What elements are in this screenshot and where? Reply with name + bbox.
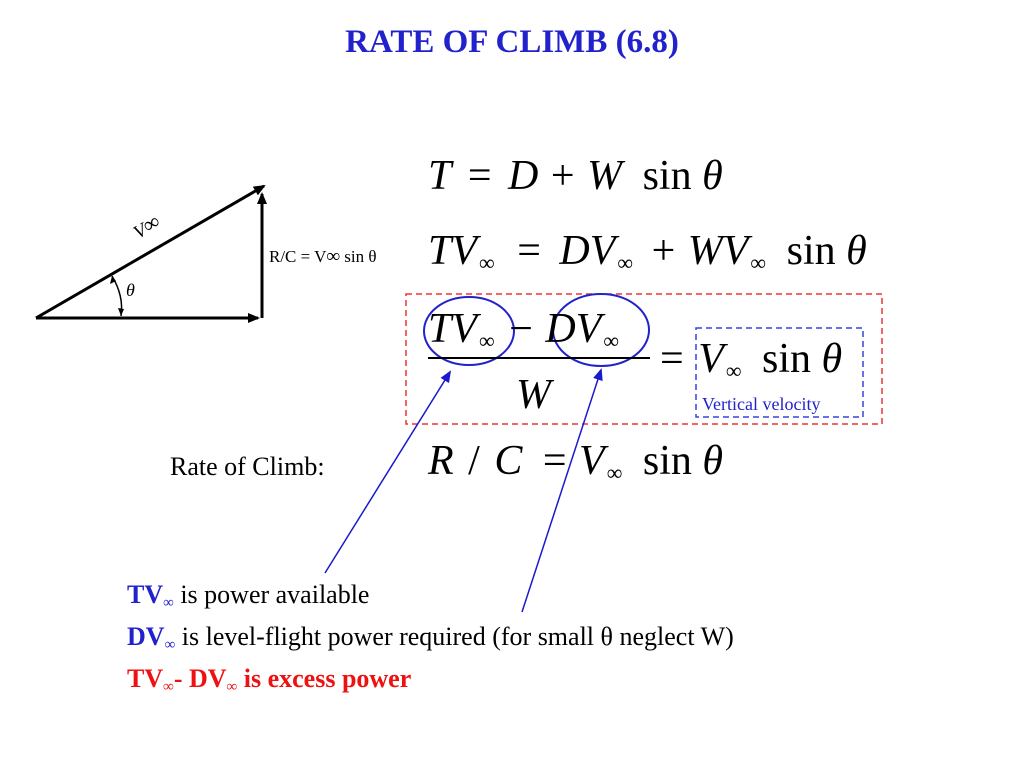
velocity-vector bbox=[35, 184, 266, 320]
slide-title: RATE OF CLIMB (6.8) bbox=[345, 24, 679, 60]
equation-highlight-box bbox=[405, 293, 883, 425]
dv-pointer-arrow bbox=[521, 368, 603, 613]
note-power-available: TV∞ is power available bbox=[127, 580, 370, 611]
equation-vertical-velocity: = V∞ sin θ bbox=[660, 336, 843, 383]
dv-circle bbox=[552, 293, 650, 367]
equation-rate-of-climb: R / C = V∞ sin θ bbox=[428, 438, 724, 485]
velocity-triangle bbox=[35, 184, 267, 323]
note-power-required: DV∞ is level-flight power required (for … bbox=[127, 622, 734, 653]
rc-diagram-label: R/C = V∞ sin θ bbox=[269, 246, 377, 267]
equation-numerator: TV∞ − DV∞ bbox=[428, 306, 620, 353]
equation-denominator: W bbox=[516, 372, 551, 418]
equation-power: TV∞ = DV∞ + WV∞ sin θ bbox=[428, 228, 867, 275]
tv-circle bbox=[423, 296, 515, 366]
note-excess-power: TV∞- DV∞ is excess power bbox=[127, 664, 412, 695]
vertical-velocity-label: Vertical velocity bbox=[702, 394, 821, 414]
theta-label: θ bbox=[126, 280, 135, 300]
tv-pointer-arrow bbox=[324, 370, 452, 574]
vertical-velocity-box bbox=[695, 327, 864, 418]
equation-thrust: T = D + W sin θ bbox=[428, 153, 723, 199]
rate-of-climb-label: Rate of Climb: bbox=[170, 452, 325, 481]
